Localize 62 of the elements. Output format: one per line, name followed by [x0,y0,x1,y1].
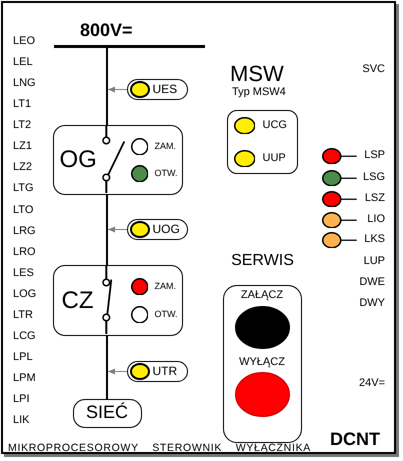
signal-label: LRG [13,224,36,238]
signal-label: LNG [13,77,36,90]
signal-label: LKS [364,233,385,247]
signal-label: LTR [13,308,33,322]
signal-label: LT1 [13,98,32,112]
lamp-label: ZAM. [154,281,176,292]
signal-label: LPM [13,372,36,386]
signal-indicator [127,361,188,382]
signal-label: LSP [364,149,385,163]
signal-label: LEL [13,56,33,70]
signal-label: DWY [359,297,385,311]
signal-label: DWE [359,276,385,290]
bus-line [106,195,108,265]
bus-line [106,336,108,399]
button-label: WYŁĄCZ [239,356,285,370]
signal-label: LTO [13,204,34,217]
model-label: Typ MSW4 [232,86,286,100]
signal-label: LCG [13,330,36,343]
signal-label: LEO [13,35,36,48]
breaker-label: OG [60,146,97,174]
breaker-label: CZ [62,286,94,316]
signal-label: LSZ [364,192,385,206]
lamp-label: OTW. [154,168,178,179]
lamp-label: ZAM. [154,141,176,152]
lamp-label: OTW. [154,309,178,320]
device-code: DCNT [330,429,380,451]
signal-label: LIK [13,414,30,428]
section-heading: SERWIS [231,251,294,271]
voltage-label: 800V= [80,20,133,42]
arrow [108,86,128,92]
signal-label: LSG [362,171,385,185]
signal-indicator [127,219,188,240]
terminal-box [73,399,142,428]
lamp-panel [227,110,298,174]
lamp-label: UUP [262,152,286,166]
signal-label: LTG [13,182,34,196]
breaker-box [53,125,183,195]
arrow [108,368,128,374]
indicator-label: UTR [152,364,178,379]
node-label: SIEĆ [86,402,128,424]
device-name: MIKROPROCESOROWY STEROWNIK WYŁĄCZNIKA [8,442,311,454]
signal-indicator [127,79,188,100]
signal-label: LOG [13,288,36,301]
signal-label: SVC [362,63,385,77]
signal-label: LPL [13,350,33,364]
device-title: MSW [230,60,284,87]
indicator-label: UES [152,82,178,97]
breaker-box [53,265,183,336]
signal-label: LUP [364,255,385,269]
signal-label: LRO [13,246,36,259]
voltage-label: 24V= [359,377,385,391]
signal-label: LZ1 [13,140,32,154]
signal-label: LZ2 [13,161,32,175]
signal-label: LIO [367,213,385,227]
indicator-label: UOG [152,222,180,237]
button-label: ZAŁĄCZ [240,288,284,302]
bus-line [106,48,108,125]
signal-label: LPI [13,392,30,406]
signal-label: LES [13,266,34,280]
signal-label: LT2 [13,119,32,132]
lamp-label: UCG [262,118,287,132]
arrow [108,226,128,232]
